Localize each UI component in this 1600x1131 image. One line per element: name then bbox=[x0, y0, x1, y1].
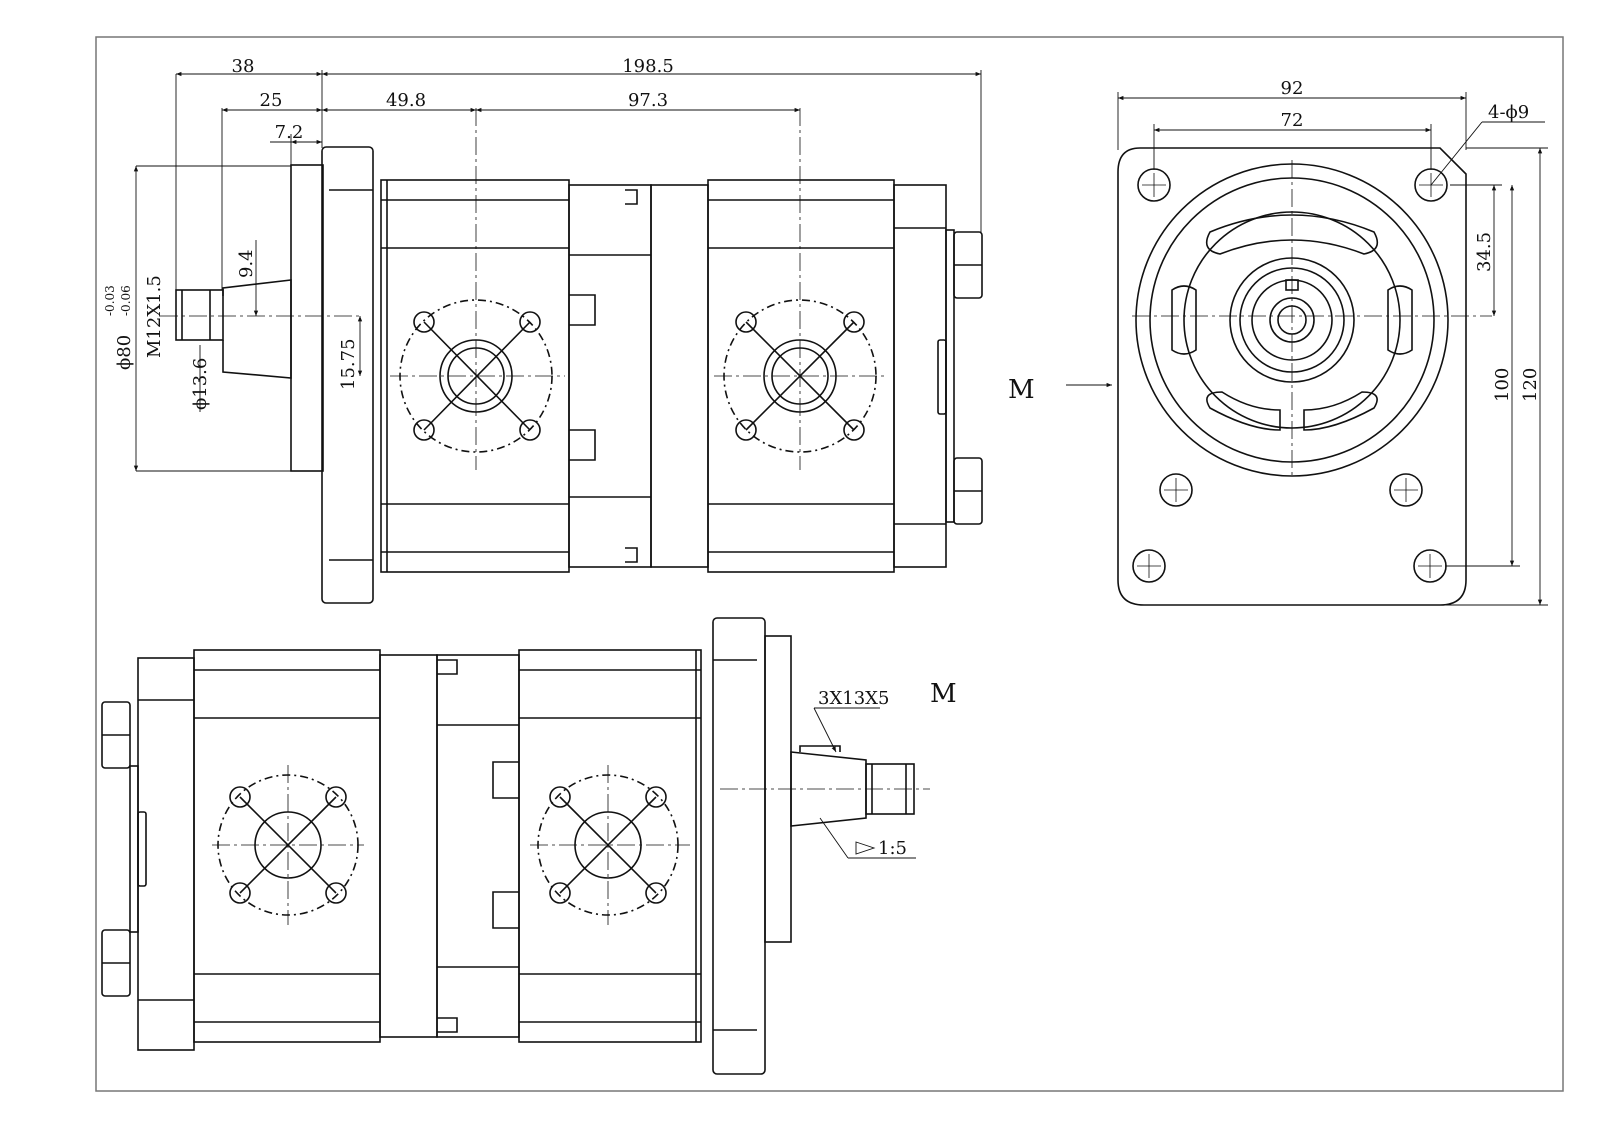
side-view-centerlines bbox=[160, 108, 886, 470]
dim-34-5: 34.5 bbox=[1474, 232, 1495, 272]
dim-72: 72 bbox=[1281, 110, 1304, 131]
dim-pilot-tol-upper: -0.03 bbox=[103, 285, 117, 316]
dim-pilot-tol-lower: -0.06 bbox=[119, 285, 133, 316]
front-view-centerlines bbox=[1132, 160, 1492, 578]
dim-49-8: 49.8 bbox=[386, 90, 426, 111]
dim-thread-m12: M12X1.5 bbox=[144, 275, 165, 358]
dim-pilot-80: ϕ80 bbox=[114, 335, 135, 370]
top-view-annotations bbox=[813, 707, 916, 859]
drawing-frame bbox=[95, 36, 1564, 1092]
dim-7-2: 7.2 bbox=[275, 122, 304, 143]
top-view-centerlines bbox=[212, 765, 930, 925]
taper-ratio-label: 1:5 bbox=[878, 838, 907, 859]
dim-100: 100 bbox=[1492, 368, 1513, 402]
view-label-m-front: M bbox=[1008, 375, 1035, 405]
key-spec-label: 3X13X5 bbox=[818, 688, 889, 709]
dim-120: 120 bbox=[1520, 368, 1541, 402]
dim-198-5: 198.5 bbox=[622, 56, 674, 77]
dim-9-4: 9.4 bbox=[236, 249, 257, 278]
dim-shaft-13-6: ϕ13.6 bbox=[190, 358, 211, 410]
dim-25: 25 bbox=[260, 90, 283, 111]
dim-97-3: 97.3 bbox=[628, 90, 668, 111]
dim-92: 92 bbox=[1281, 78, 1304, 99]
side-view bbox=[175, 146, 983, 604]
side-view-dimensions bbox=[133, 70, 982, 472]
dim-15-75: 15.75 bbox=[338, 338, 359, 390]
dim-4-holes: 4-ϕ9 bbox=[1488, 102, 1529, 123]
view-label-m-top: M bbox=[930, 679, 957, 709]
top-view bbox=[101, 617, 915, 1075]
front-view-dimensions bbox=[1066, 92, 1548, 606]
dim-38: 38 bbox=[232, 56, 255, 77]
